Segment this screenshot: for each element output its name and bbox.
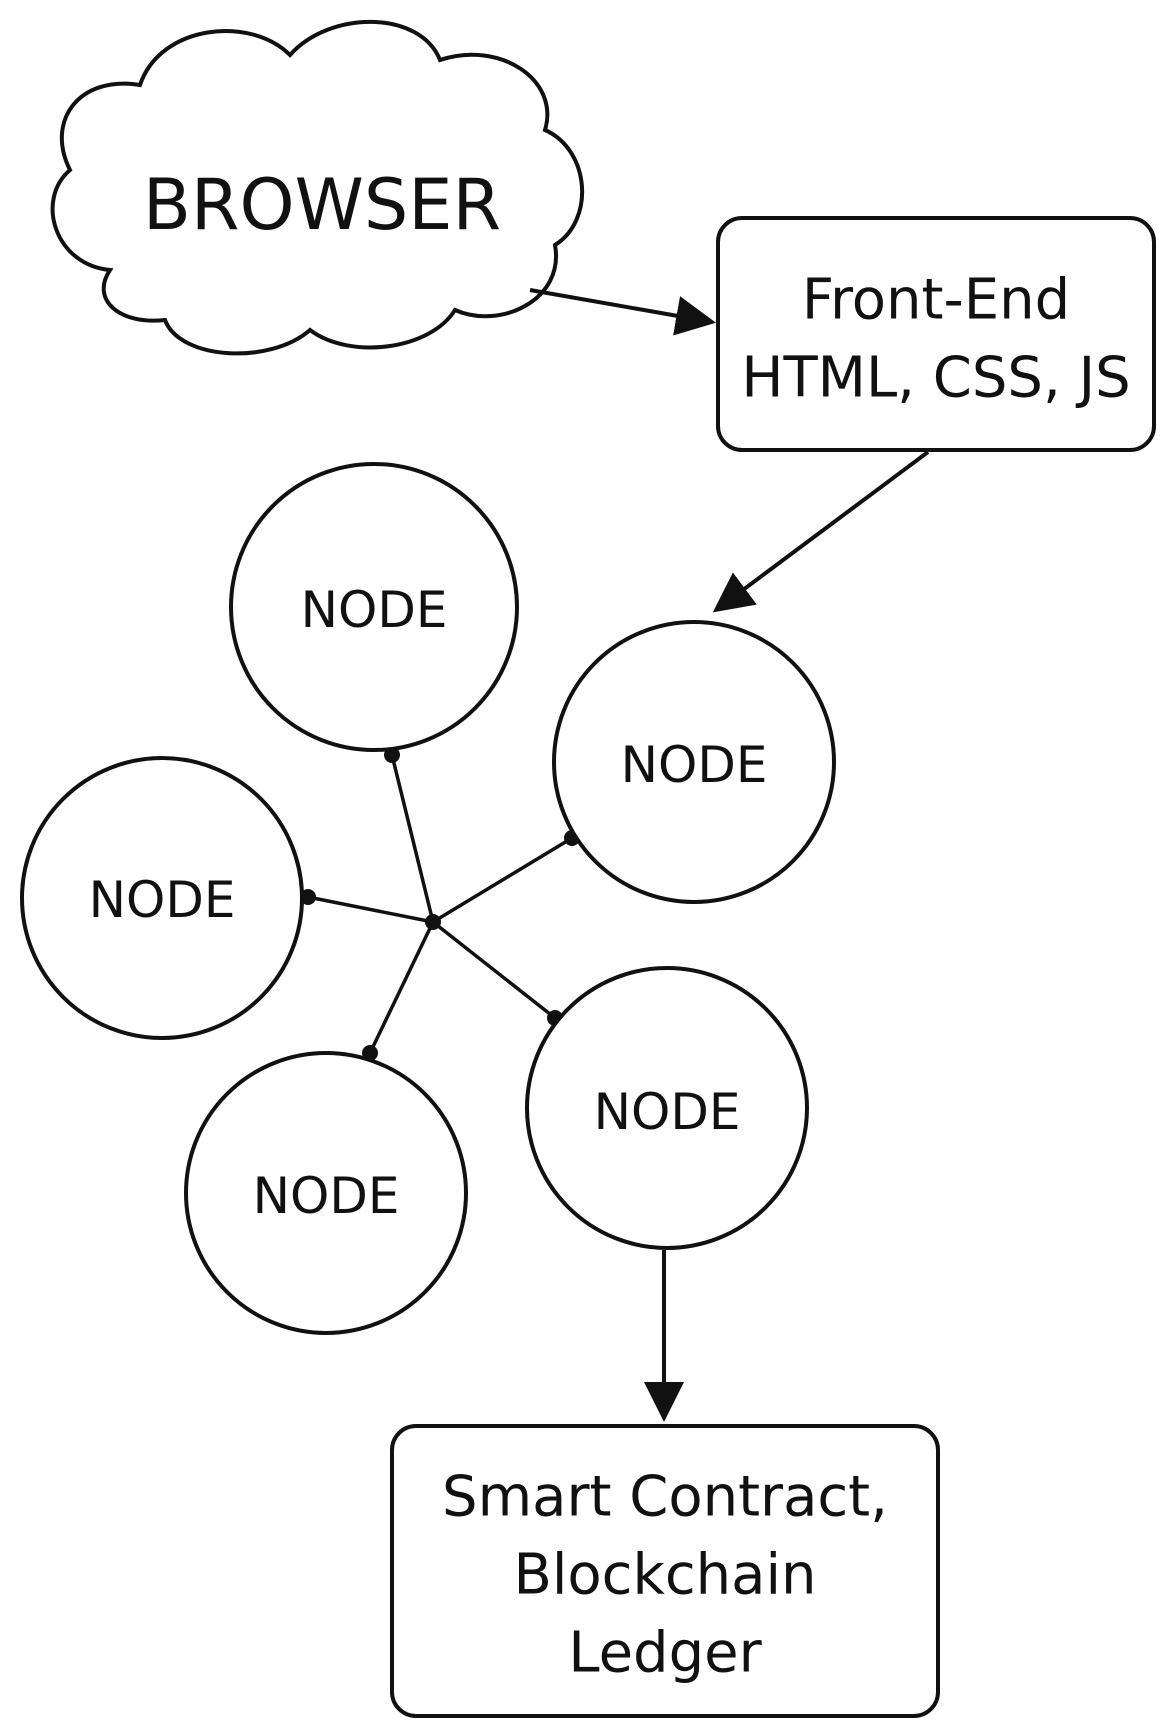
network-links (300, 747, 580, 1061)
node-label: NODE (621, 736, 768, 794)
node-circle (184, 1051, 468, 1335)
arrow-browser-to-frontend (529, 288, 716, 336)
connector-dot (300, 889, 316, 905)
link-right-node (432, 836, 573, 924)
frontend-box: Front-End HTML, CSS, JS (716, 216, 1156, 452)
arrow-frontend-to-node (712, 450, 930, 613)
ledger-line-1: Smart Contract, (442, 1465, 888, 1530)
frontend-title: Front-End (802, 268, 1070, 333)
frontend-rect (716, 216, 1156, 452)
node-bottom-right: NODE (525, 966, 809, 1250)
link-left-node (307, 895, 434, 924)
frontend-subtitle: HTML, CSS, JS (741, 346, 1130, 411)
node-label: NODE (594, 1083, 741, 1141)
node-label: NODE (301, 581, 448, 639)
link-bottom-left-node (368, 921, 435, 1054)
node-circle (552, 620, 836, 904)
node-left: NODE (20, 756, 304, 1040)
link-top-node (390, 754, 435, 923)
ledger-line-3: Ledger (568, 1621, 762, 1686)
node-circle (525, 966, 809, 1250)
node-circle (229, 462, 519, 752)
node-top: NODE (229, 462, 519, 752)
link-bottom-right-node (431, 920, 557, 1020)
browser-cloud: BROWSER (50, 19, 585, 356)
node-right: NODE (552, 620, 836, 904)
node-label: NODE (253, 1167, 400, 1225)
hub-dot (425, 914, 441, 930)
node-label: NODE (89, 871, 236, 929)
ledger-line-2: Blockchain (513, 1543, 816, 1608)
node-bottom-left: NODE (184, 1051, 468, 1335)
ledger-rect (390, 1424, 940, 1718)
node-circle (20, 756, 304, 1040)
browser-label: BROWSER (143, 164, 501, 246)
ledger-box: Smart Contract, Blockchain Ledger (390, 1424, 940, 1718)
cloud-shape (50, 19, 585, 356)
